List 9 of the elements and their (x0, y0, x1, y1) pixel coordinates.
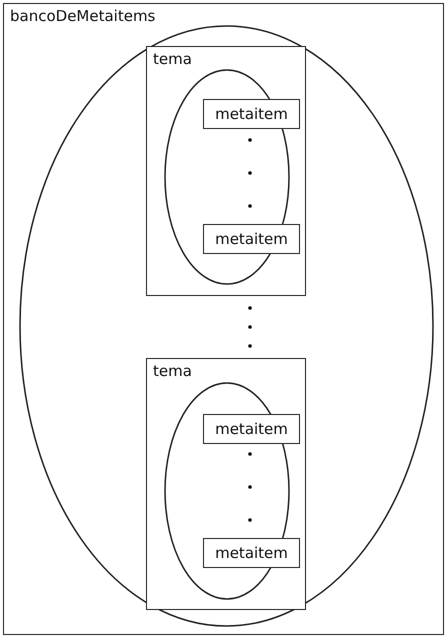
container-title: bancoDeMetaitems (10, 7, 156, 25)
container-box (146, 358, 306, 610)
item-box: metaitem (203, 224, 300, 254)
container-title: tema (153, 50, 192, 68)
container-title: tema (153, 362, 192, 380)
item-box: metaitem (203, 99, 300, 129)
item-box: metaitem (203, 538, 300, 568)
container-box (146, 46, 306, 296)
item-box: metaitem (203, 414, 300, 444)
